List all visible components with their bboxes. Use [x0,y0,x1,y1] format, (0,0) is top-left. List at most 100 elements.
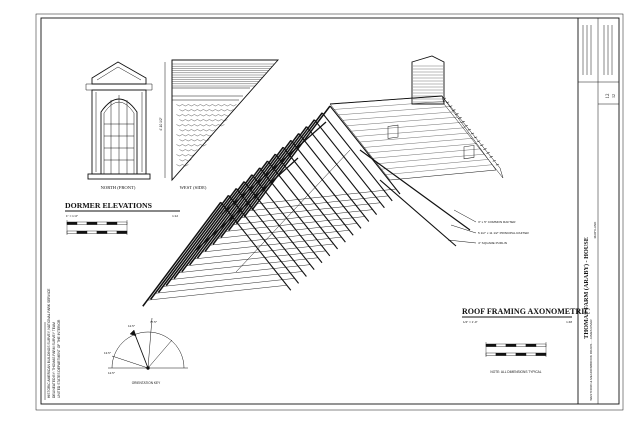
shingle [197,118,204,122]
sheathing-line [381,159,489,170]
shingle [209,108,216,112]
shingle [200,113,207,117]
sheet-number: 12 [606,93,611,99]
shingle [185,158,192,162]
sheathing-line [377,153,485,164]
shingle [197,138,204,142]
title-block: THOMAS FARM (ARABY) - HOUSE WESTFORD & M… [577,18,619,404]
dentil [442,97,447,100]
dentil [452,109,456,111]
dentil [455,113,459,115]
credit-line-3: UNITED STATES DEPARTMENT OF THE INTERIOR [57,319,61,398]
rafter-left [142,201,222,307]
roof-dimension-note: NOTE: ALL DIMENSIONS TYPICAL [490,370,541,374]
scale-segment [485,352,497,356]
rafter-right [306,126,378,215]
tie-beam [235,149,351,273]
dentil [495,163,499,166]
shingle [215,108,222,112]
dormer-heading: DORMER ELEVATIONS [65,201,152,210]
scale-segment [515,352,527,356]
shingle [203,108,210,112]
rafter-right [321,112,393,202]
shingle [218,123,225,127]
scale-segment [505,352,517,356]
rafter-right [235,188,307,277]
shingle [200,143,207,147]
scale-segment [76,221,88,225]
dentil [486,152,490,154]
shingle [182,133,189,137]
footer-credit-strip: HISTORIC AMERICAN BUILDINGS SURVEY, NATI… [44,288,61,400]
dormer-north-elevation [85,61,153,180]
dormer-height-dim: 4'-10 1/2" [159,117,163,130]
collar-tie [255,188,397,205]
scale-segment [535,352,547,356]
rafter-right [228,195,300,284]
sheathing-line [351,122,462,132]
roof-heading: ROOF FRAMING AXONOMETRIC [462,307,590,316]
sheathing-line [385,164,493,175]
shingle [209,128,216,132]
sheathing-line [359,132,470,143]
rafter-right [220,201,292,291]
shingle [185,128,192,132]
roof-axonometric [142,55,504,307]
scale-segment [76,230,88,234]
sheathing-line [347,116,458,126]
shingle [194,133,201,137]
collar-tie [209,230,350,246]
chimney [411,55,445,105]
shingle [194,103,201,107]
shingle [179,118,186,122]
dormer-clapboard-lines [172,63,275,87]
sheathing-line [368,143,477,154]
shingle [191,128,198,132]
sheathing-line [342,111,454,121]
shingle [194,113,201,117]
dormer-window-upper [387,124,399,139]
shingle [203,138,210,142]
shingle [230,103,237,107]
shingle [200,103,207,107]
roof-cornice-band [441,95,504,179]
dormer-west-caption: WEST (SIDE) [180,185,207,190]
shingle [188,103,195,107]
scale-segment [86,221,98,225]
collar-tie [232,209,373,225]
scale-segment [525,352,537,356]
purlin [221,121,327,215]
scale-segment [96,221,108,225]
collar-tie [216,223,358,239]
collar-tie [177,257,319,273]
callout-common-rafter: 3" x 5" COMMON RAFTER [478,220,516,224]
rafter-right [298,133,370,222]
shingle [191,138,198,142]
purlin [195,157,299,251]
purlin [359,149,471,231]
shingle [185,138,192,142]
dentil [449,105,453,108]
shingle [182,153,189,157]
scale-segment [116,230,128,234]
roof-sheathing-top [329,95,497,181]
orientation-caption: ORIENTATION KEY [132,381,161,385]
shingle [188,153,195,157]
shingle [188,143,195,147]
orientation-angle-3: 13.5° [104,351,112,355]
dentil [492,159,496,162]
shingle [206,103,213,107]
shingle [176,133,183,137]
shingle [179,138,186,142]
scale-segment [66,221,78,225]
shingle [206,133,213,137]
shingle [182,103,189,107]
dormer-scale-note: 1" = 1'-0" [66,214,78,218]
rafter-right [290,140,362,229]
rafter-left [150,194,230,300]
shingle [203,118,210,122]
shingle [194,143,201,147]
outer-border [35,13,624,411]
dentil [470,132,475,135]
